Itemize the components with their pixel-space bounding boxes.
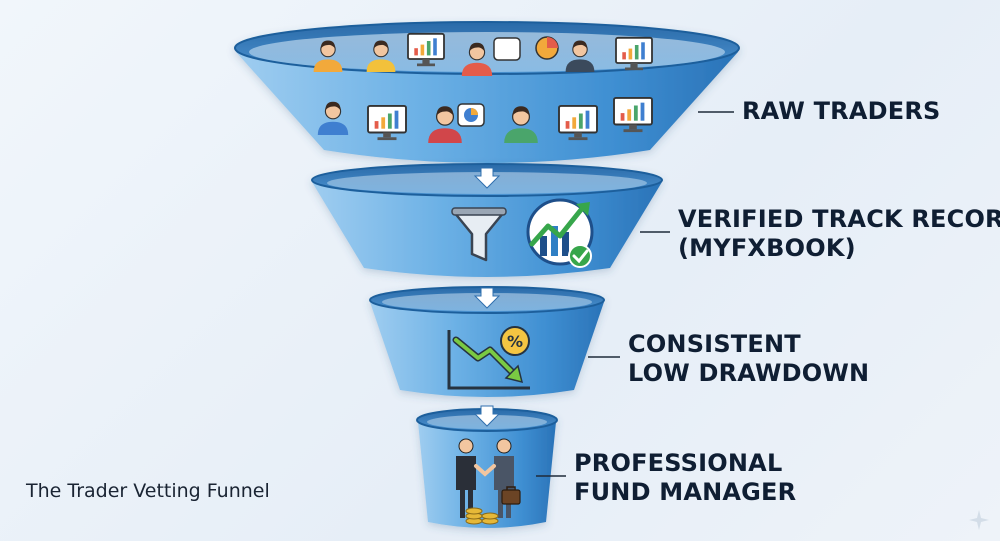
fund-manager-icons xyxy=(456,438,521,525)
sparkle-icon xyxy=(969,510,989,530)
raw-traders-icons xyxy=(313,32,653,144)
stage-label-line: RAW TRADERS xyxy=(742,97,941,125)
drawdown-icons: % xyxy=(447,326,530,390)
filter-icon xyxy=(451,207,507,262)
stage-label-verified-track-record: VERIFIED TRACK RECORD (MYFXBOOK) xyxy=(678,205,1000,263)
funnel-stage-pro xyxy=(416,408,558,528)
briefcase-icon xyxy=(501,486,521,505)
connector-lines xyxy=(536,111,734,477)
stage-label-line: LOW DRAWDOWN xyxy=(628,359,870,387)
verified-icons xyxy=(451,198,594,268)
funnel-stage-raw-traders xyxy=(234,21,740,163)
speech-chart-icon xyxy=(493,37,521,61)
down-arrow-icon xyxy=(473,287,501,309)
coin-stack-icon xyxy=(465,507,499,525)
stage-label-line: FUND MANAGER xyxy=(574,478,797,506)
stage-label-professional-fund-manager: PROFESSIONAL FUND MANAGER xyxy=(574,449,796,507)
stage-label-line: (MYFXBOOK) xyxy=(678,234,856,262)
down-arrow-icon xyxy=(473,405,501,427)
stage-label-line: PROFESSIONAL xyxy=(574,449,783,477)
percent-icon: % xyxy=(500,326,530,356)
pie-chart-icon xyxy=(457,103,485,127)
diagram-caption: The Trader Vetting Funnel xyxy=(26,480,270,502)
stage-label-consistent-low-drawdown: CONSISTENT LOW DRAWDOWN xyxy=(628,330,869,388)
drawdown-chart-icon xyxy=(447,330,530,390)
svg-text:%: % xyxy=(507,332,523,351)
pie-chart-icon xyxy=(535,36,559,60)
stage-label-line: CONSISTENT xyxy=(628,330,801,358)
stage-label-line: VERIFIED TRACK RECORD xyxy=(678,205,1000,233)
verified-chart-badge-icon xyxy=(526,198,594,268)
stage-label-raw-traders: RAW TRADERS xyxy=(742,97,941,126)
down-arrow-icon xyxy=(473,167,501,189)
flow-arrows xyxy=(473,167,501,427)
